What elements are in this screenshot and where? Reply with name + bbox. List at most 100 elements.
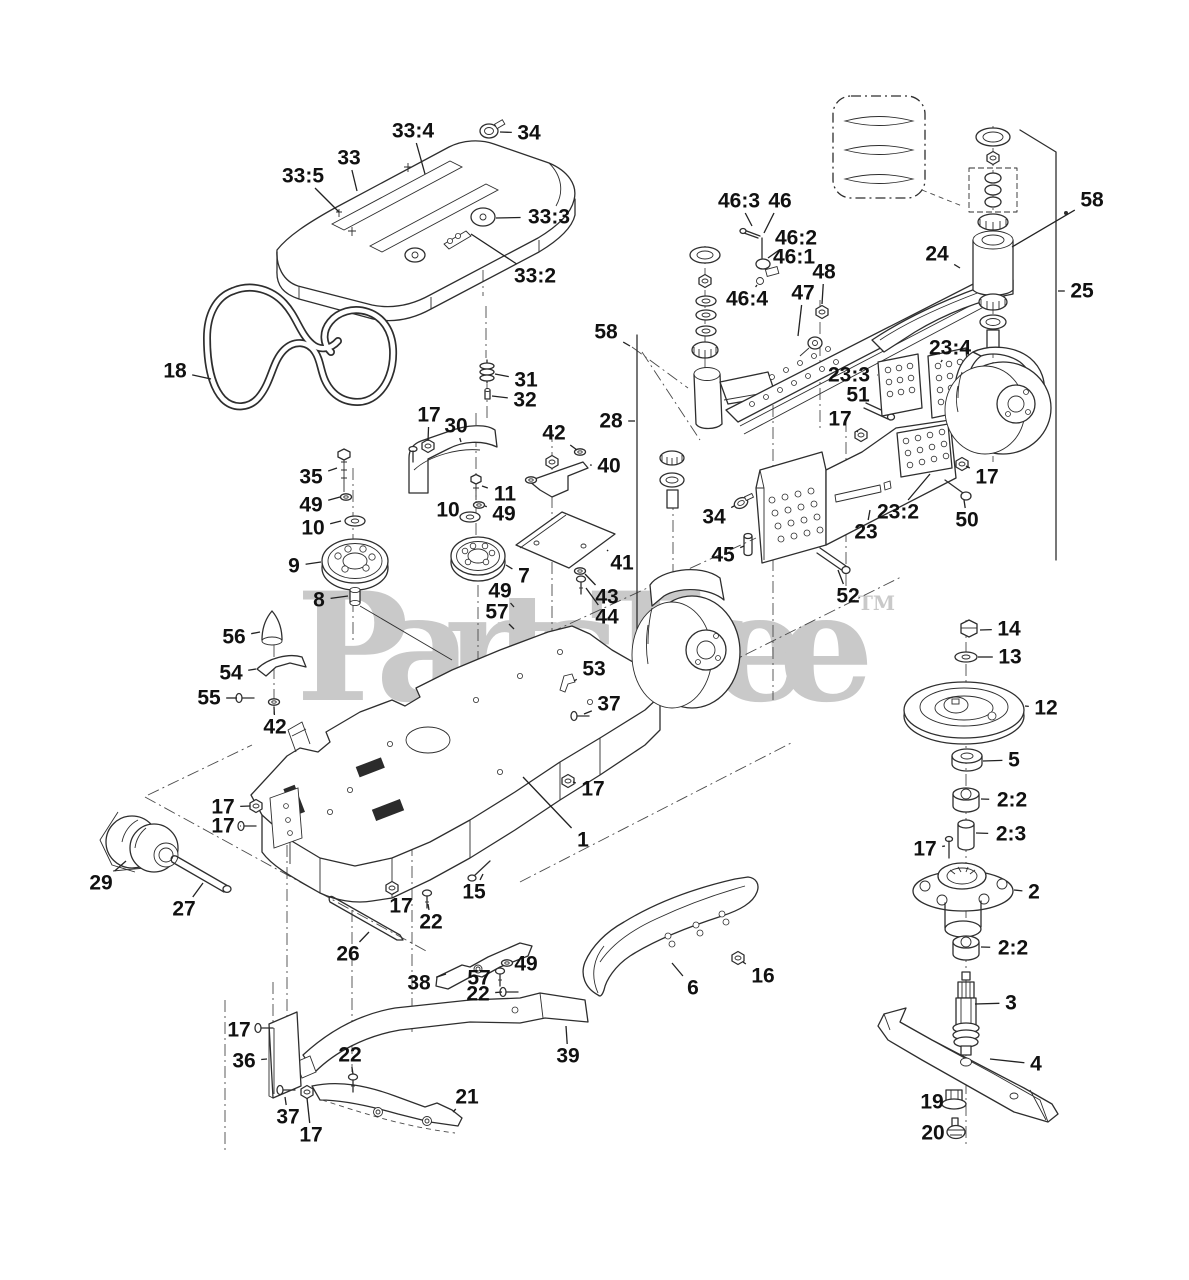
callout-33:3[interactable]: 33:3: [528, 206, 570, 229]
callout-13[interactable]: 13: [998, 646, 1021, 669]
callout-55[interactable]: 55: [197, 687, 221, 710]
callout-15[interactable]: 15: [462, 881, 486, 904]
callout-58[interactable]: 58: [1080, 189, 1104, 212]
callout-45[interactable]: 45: [711, 544, 735, 567]
callout-17[interactable]: 17: [389, 895, 412, 918]
callout-24[interactable]: 24: [925, 243, 949, 266]
callout-48[interactable]: 48: [812, 261, 836, 284]
callout-35[interactable]: 35: [299, 466, 323, 489]
callout-14[interactable]: 14: [997, 618, 1021, 641]
callout-1[interactable]: 1: [577, 829, 589, 852]
callout-23[interactable]: 23: [854, 521, 877, 544]
callout-37[interactable]: 37: [276, 1106, 299, 1129]
leader-line: [330, 520, 342, 525]
callout-21[interactable]: 21: [455, 1086, 479, 1109]
callout-53[interactable]: 53: [582, 658, 605, 681]
callout-46[interactable]: 46: [768, 190, 791, 213]
callout-33:5[interactable]: 33:5: [282, 165, 324, 188]
callout-37[interactable]: 37: [597, 693, 620, 716]
callout-34[interactable]: 34: [702, 506, 726, 529]
callout-40[interactable]: 40: [597, 455, 620, 478]
callout-54[interactable]: 54: [219, 662, 243, 685]
callout-31[interactable]: 31: [514, 369, 538, 392]
leader-line: [1011, 209, 1076, 248]
callout-19[interactable]: 19: [920, 1091, 943, 1114]
callout-27[interactable]: 27: [172, 898, 195, 921]
callout-32[interactable]: 32: [513, 389, 536, 412]
leader-line: [622, 341, 631, 347]
callout-23:2[interactable]: 23:2: [877, 501, 919, 524]
callout-23:4[interactable]: 23:4: [929, 337, 971, 360]
callout-17[interactable]: 17: [211, 815, 234, 838]
callout-41[interactable]: 41: [610, 552, 634, 575]
callout-38[interactable]: 38: [407, 972, 431, 995]
callout-17[interactable]: 17: [299, 1124, 322, 1147]
callout-7[interactable]: 7: [518, 565, 530, 588]
leader-line: [505, 564, 513, 570]
callout-52[interactable]: 52: [836, 585, 859, 608]
callout-33:4[interactable]: 33:4: [392, 120, 434, 143]
callout-56[interactable]: 56: [222, 626, 245, 649]
callout-16[interactable]: 16: [751, 965, 774, 988]
callout-43[interactable]: 43: [595, 586, 618, 609]
callout-17[interactable]: 17: [581, 778, 604, 801]
callout-3[interactable]: 3: [1005, 992, 1017, 1015]
callout-46:1[interactable]: 46:1: [773, 246, 815, 269]
callout-46:3[interactable]: 46:3: [718, 190, 760, 213]
callout-28[interactable]: 28: [599, 410, 623, 433]
callout-29[interactable]: 29: [89, 872, 112, 895]
callout-25[interactable]: 25: [1070, 280, 1094, 303]
callout-2[interactable]: 2: [1028, 881, 1040, 904]
callout-49[interactable]: 49: [514, 953, 537, 976]
callout-17[interactable]: 17: [211, 796, 234, 819]
callout-5[interactable]: 5: [1008, 749, 1020, 772]
callout-34[interactable]: 34: [517, 122, 541, 145]
callout-46:2[interactable]: 46:2: [775, 227, 817, 250]
callout-2:3[interactable]: 2:3: [996, 823, 1026, 846]
callout-42[interactable]: 42: [542, 422, 565, 445]
callout-36[interactable]: 36: [232, 1050, 255, 1073]
callout-46:4[interactable]: 46:4: [726, 288, 768, 311]
callout-39[interactable]: 39: [556, 1045, 579, 1068]
callout-30[interactable]: 30: [444, 415, 467, 438]
callout-49[interactable]: 49: [299, 494, 322, 517]
callout-23:3[interactable]: 23:3: [828, 364, 870, 387]
callout-57[interactable]: 57: [485, 601, 508, 624]
callout-50[interactable]: 50: [955, 509, 978, 532]
callout-49[interactable]: 49: [492, 503, 515, 526]
callout-17[interactable]: 17: [417, 404, 440, 427]
callout-33[interactable]: 33: [337, 147, 360, 170]
callout-44[interactable]: 44: [595, 606, 619, 629]
callout-6[interactable]: 6: [687, 977, 699, 1000]
callout-49[interactable]: 49: [488, 580, 511, 603]
callout-11[interactable]: 11: [494, 483, 517, 506]
callout-33:2[interactable]: 33:2: [514, 265, 556, 288]
callout-10[interactable]: 10: [301, 517, 324, 540]
callout-57[interactable]: 57: [467, 967, 490, 990]
callout-42[interactable]: 42: [263, 716, 286, 739]
callout-18[interactable]: 18: [163, 360, 187, 383]
callout-17[interactable]: 17: [913, 838, 936, 861]
callout-47[interactable]: 47: [791, 282, 814, 305]
callout-22[interactable]: 22: [419, 911, 442, 934]
callout-8[interactable]: 8: [313, 589, 325, 612]
callout-17[interactable]: 17: [975, 466, 998, 489]
callout-58[interactable]: 58: [594, 321, 618, 344]
callout-2:2[interactable]: 2:2: [998, 937, 1028, 960]
callout-51[interactable]: 51: [846, 384, 870, 407]
callout-9[interactable]: 9: [288, 555, 300, 578]
callout-26[interactable]: 26: [336, 943, 359, 966]
callout-17[interactable]: 17: [828, 408, 851, 431]
callout-2:2[interactable]: 2:2: [997, 789, 1027, 812]
clamp-34b: [733, 492, 755, 510]
callout-4[interactable]: 4: [1030, 1053, 1042, 1076]
callout-10[interactable]: 10: [436, 499, 459, 522]
leader-line: [522, 776, 573, 829]
rod-52: [816, 547, 851, 575]
callout-22[interactable]: 22: [466, 983, 489, 1006]
callout-22[interactable]: 22: [338, 1044, 361, 1067]
callout-20[interactable]: 20: [921, 1122, 944, 1145]
callout-17[interactable]: 17: [227, 1019, 250, 1042]
leader-line: [730, 505, 735, 509]
callout-12[interactable]: 12: [1034, 697, 1057, 720]
